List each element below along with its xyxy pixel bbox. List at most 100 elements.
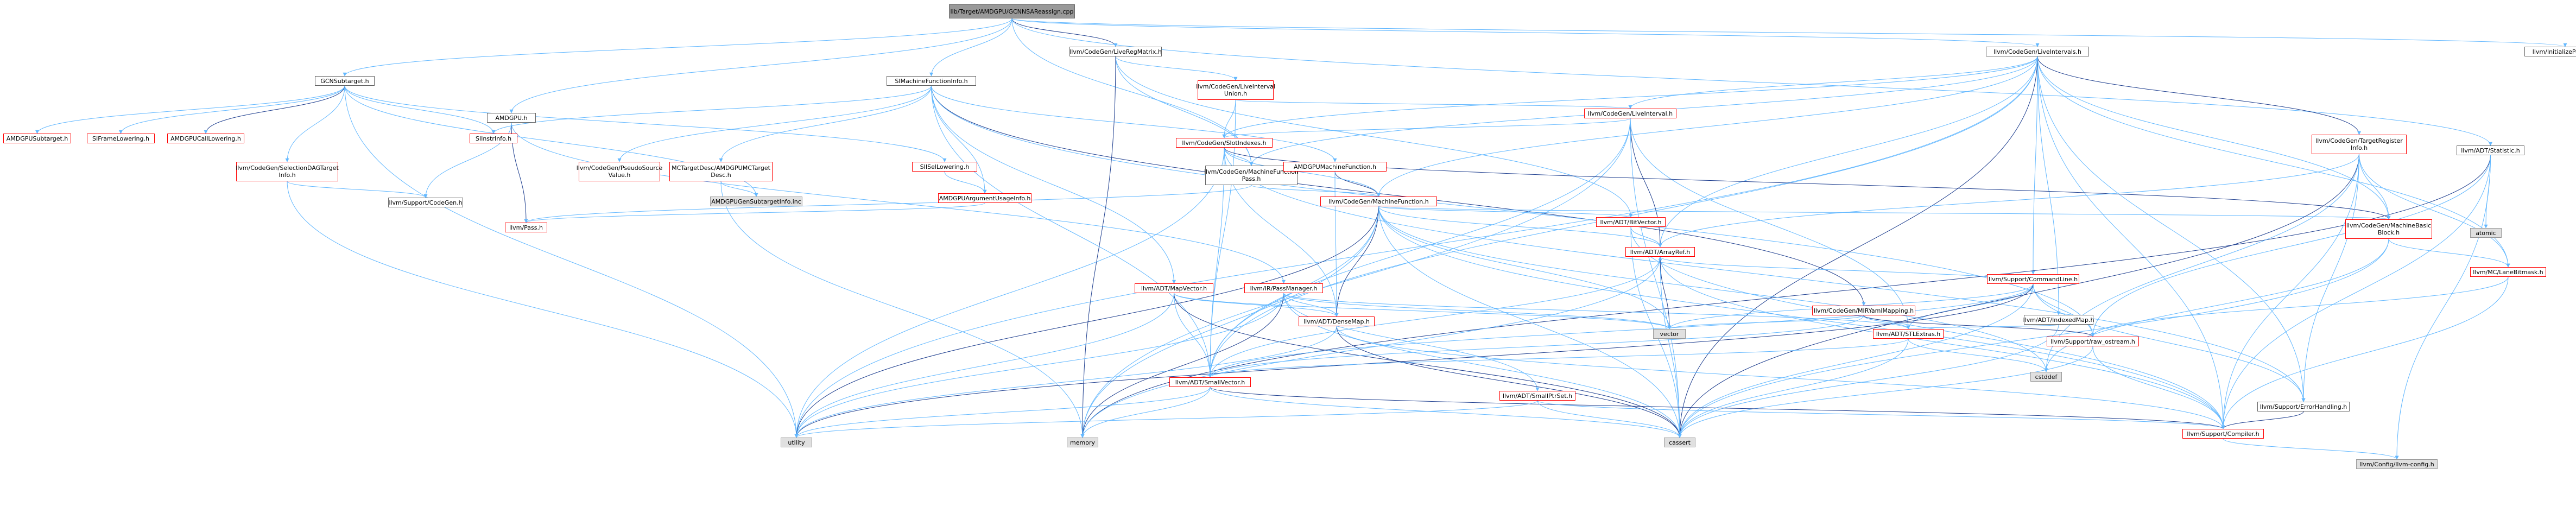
graph-node-amdmf[interactable]: AMDGPUMachineFunction.h xyxy=(1283,162,1387,172)
graph-node-codegen[interactable]: llvm/Support/CodeGen.h xyxy=(388,198,463,207)
graph-node-pseudo[interactable]: llvm/CodeGen/PseudoSource Value.h xyxy=(577,162,662,181)
graph-node-siframe[interactable]: SIFrameLowering.h xyxy=(87,134,155,143)
graph-edge-amdgpu-passmgr xyxy=(511,122,1286,284)
graph-edge-simfi-mirymap xyxy=(931,85,1866,306)
graph-edge-simfi-smallvec xyxy=(931,85,1212,378)
graph-edge-lis-errh xyxy=(2037,56,2306,402)
graph-node-memory: memory xyxy=(1067,438,1098,447)
graph-node-seldag[interactable]: llvm/CodeGen/SelectionDAGTarget Info.h xyxy=(236,162,339,181)
graph-node-amdsubt[interactable]: AMDGPUSubtarget.h xyxy=(3,134,71,143)
graph-node-lis[interactable]: llvm/CodeGen/LiveIntervals.h xyxy=(1986,47,2089,56)
graph-node-argusage[interactable]: AMDGPUArgumentUsageInfo.h xyxy=(938,193,1031,203)
graph-edge-mf-vector xyxy=(1378,206,1672,330)
graph-edge-tri-lanebm xyxy=(2359,154,2510,268)
graph-edge-mf-compiler xyxy=(1378,206,2225,429)
graph-node-stat[interactable]: llvm/ADT/Statistic.h xyxy=(2457,145,2524,155)
graph-edge-lrm-mfp xyxy=(1115,56,1254,166)
graph-node-amdcall[interactable]: AMDGPUCallLowering.h xyxy=(167,134,244,143)
graph-edge-cmdline-cassert xyxy=(1678,283,2034,438)
graph-node-lanebm[interactable]: llvm/MC/LaneBitmask.h xyxy=(2470,267,2546,277)
graph-node-tri[interactable]: llvm/CodeGen/TargetRegister Info.h xyxy=(2312,135,2407,154)
graph-edge-stat-atomic xyxy=(2484,155,2491,229)
graph-edge-indexedmap-stlextras xyxy=(1906,324,2059,330)
graph-edge-stat-compiler xyxy=(2221,155,2491,429)
graph-node-gcnsub[interactable]: GCNSubtarget.h xyxy=(315,76,375,86)
graph-node-atomic: atomic xyxy=(2470,228,2502,238)
graph-edge-tri-errh xyxy=(2301,154,2359,402)
graph-edge-simfi-pseudo xyxy=(617,85,932,162)
graph-edge-arrayref-vector xyxy=(1660,256,1672,330)
graph-node-mirymap[interactable]: llvm/CodeGen/MIRYamlMapping.h xyxy=(1812,306,1915,315)
graph-node-utility: utility xyxy=(781,438,812,447)
graph-edge-stlextras-smallvec xyxy=(1208,338,1909,378)
graph-edge-stat-config xyxy=(2395,155,2491,460)
graph-edge-rawos-compiler xyxy=(2092,346,2225,429)
graph-edge-densemap-utility xyxy=(794,326,1337,438)
graph-edge-arrayref-smallvec xyxy=(1208,256,1661,378)
graph-node-siinstr[interactable]: SIInstrInfo.h xyxy=(470,134,517,143)
graph-node-indexedmap[interactable]: llvm/ADT/IndexedMap.h xyxy=(2023,315,2094,325)
graph-edge-lis-indexedmap xyxy=(2037,56,2061,315)
graph-edge-stat-rawos xyxy=(2091,155,2491,337)
graph-node-smallptr[interactable]: llvm/ADT/SmallPtrSet.h xyxy=(1499,391,1575,401)
graph-edge-lis-cmdline xyxy=(2031,56,2038,275)
graph-node-mctd[interactable]: MCTargetDesc/AMDGPUMCTarget Desc.h xyxy=(669,162,773,181)
graph-node-arrayref[interactable]: llvm/ADT/ArrayRef.h xyxy=(1625,247,1695,257)
graph-edge-lis-arrayref xyxy=(1658,56,2038,248)
graph-edge-smallptr-cassert xyxy=(1537,400,1682,438)
graph-edge-stlextras-cstddef xyxy=(1908,338,2048,372)
graph-node-config: llvm/Config/llvm-config.h xyxy=(2356,459,2438,469)
graph-edge-lrm-memory xyxy=(1080,56,1116,438)
graph-node-compiler[interactable]: llvm/Support/Compiler.h xyxy=(2182,429,2264,439)
graph-node-simfi[interactable]: SIMachineFunctionInfo.h xyxy=(887,76,976,86)
graph-node-slot[interactable]: llvm/CodeGen/SlotIndexes.h xyxy=(1176,138,1273,148)
graph-edge-passmgr-utility xyxy=(794,293,1284,438)
graph-edge-gcnsub-siisel xyxy=(344,85,947,162)
graph-edge-mbb-cstddef xyxy=(2044,238,2389,372)
graph-node-cmdline[interactable]: llvm/Support/CommandLine.h xyxy=(1987,274,2079,284)
graph-edge-smallvec-cassert xyxy=(1210,387,1682,438)
graph-node-pass[interactable]: llvm/Pass.h xyxy=(505,223,547,232)
graph-edge-mctd-subinc xyxy=(720,181,758,197)
graph-node-initp[interactable]: llvm/InitializePasses.h xyxy=(2524,47,2576,56)
graph-node-mf[interactable]: llvm/CodeGen/MachineFunction.h xyxy=(1320,197,1437,206)
graph-edge-mf-cassert xyxy=(1378,206,1682,438)
graph-node-liu[interactable]: llvm/CodeGen/LiveInterval Union.h xyxy=(1196,80,1275,100)
graph-node-rawos[interactable]: llvm/Support/raw_ostream.h xyxy=(2047,337,2139,346)
graph-node-bitv[interactable]: llvm/ADT/BitVector.h xyxy=(1596,217,1666,227)
graph-node-densemap[interactable]: llvm/ADT/DenseMap.h xyxy=(1299,316,1375,326)
graph-edge-cmdline-utility xyxy=(794,283,2034,438)
graph-edge-smallvec-memory xyxy=(1080,387,1211,438)
graph-node-li[interactable]: llvm/CodeGen/LiveInterval.h xyxy=(1584,109,1676,118)
graph-edge-densemap-cassert xyxy=(1336,326,1682,438)
graph-node-lrm[interactable]: llvm/CodeGen/LiveRegMatrix.h xyxy=(1069,47,1162,56)
graph-edge-mf-utility xyxy=(794,206,1379,438)
graph-edge-mapv-utility xyxy=(794,293,1174,438)
graph-node-vector: vector xyxy=(1653,329,1686,339)
graph-node-mfp[interactable]: llvm/CodeGen/MachineFunction Pass.h xyxy=(1204,166,1299,185)
graph-edge-lis-smallvec xyxy=(1208,56,2038,378)
graph-node-amdgpu[interactable]: AMDGPU.h xyxy=(487,113,536,123)
graph-edge-gcnsub-siinstr xyxy=(344,85,496,134)
graph-edge-mirymap-smallvec xyxy=(1208,315,1864,378)
graph-edge-li-stlextras xyxy=(1630,118,1910,330)
graph-node-mbb[interactable]: llvm/CodeGen/MachineBasic Block.h xyxy=(2345,219,2432,239)
graph-node-cstddef: cstddef xyxy=(2030,372,2062,382)
graph-edge-stlextras-cassert xyxy=(1678,338,1909,438)
graph-edge-smallvec-compiler xyxy=(1210,387,2225,429)
graph-node-passmgr[interactable]: llvm/IR/PassManager.h xyxy=(1244,283,1323,293)
graph-edge-tri-mbb xyxy=(2359,154,2391,220)
graph-edge-gcnsub-seldag xyxy=(285,85,345,162)
graph-edge-li-smallvec xyxy=(1208,118,1631,378)
graph-edge-arrayref-memory xyxy=(1080,256,1661,438)
graph-edge-amdmf-mf xyxy=(1334,171,1381,197)
graph-node-errh[interactable]: llvm/Support/ErrorHandling.h xyxy=(2257,402,2350,411)
graph-edge-errh-compiler xyxy=(2221,411,2304,429)
graph-edge-mf-mbb xyxy=(1378,206,2390,220)
graph-edge-lis-mbb xyxy=(2037,56,2391,220)
graph-node-siisel[interactable]: SIISelLowering.h xyxy=(912,162,977,172)
graph-node-mapv[interactable]: llvm/ADT/MapVector.h xyxy=(1135,283,1213,293)
graph-node-stlextras[interactable]: llvm/ADT/STLExtras.h xyxy=(1873,329,1944,339)
graph-edge-lis-utility xyxy=(794,56,2038,438)
graph-node-smallvec[interactable]: llvm/ADT/SmallVector.h xyxy=(1169,377,1251,387)
